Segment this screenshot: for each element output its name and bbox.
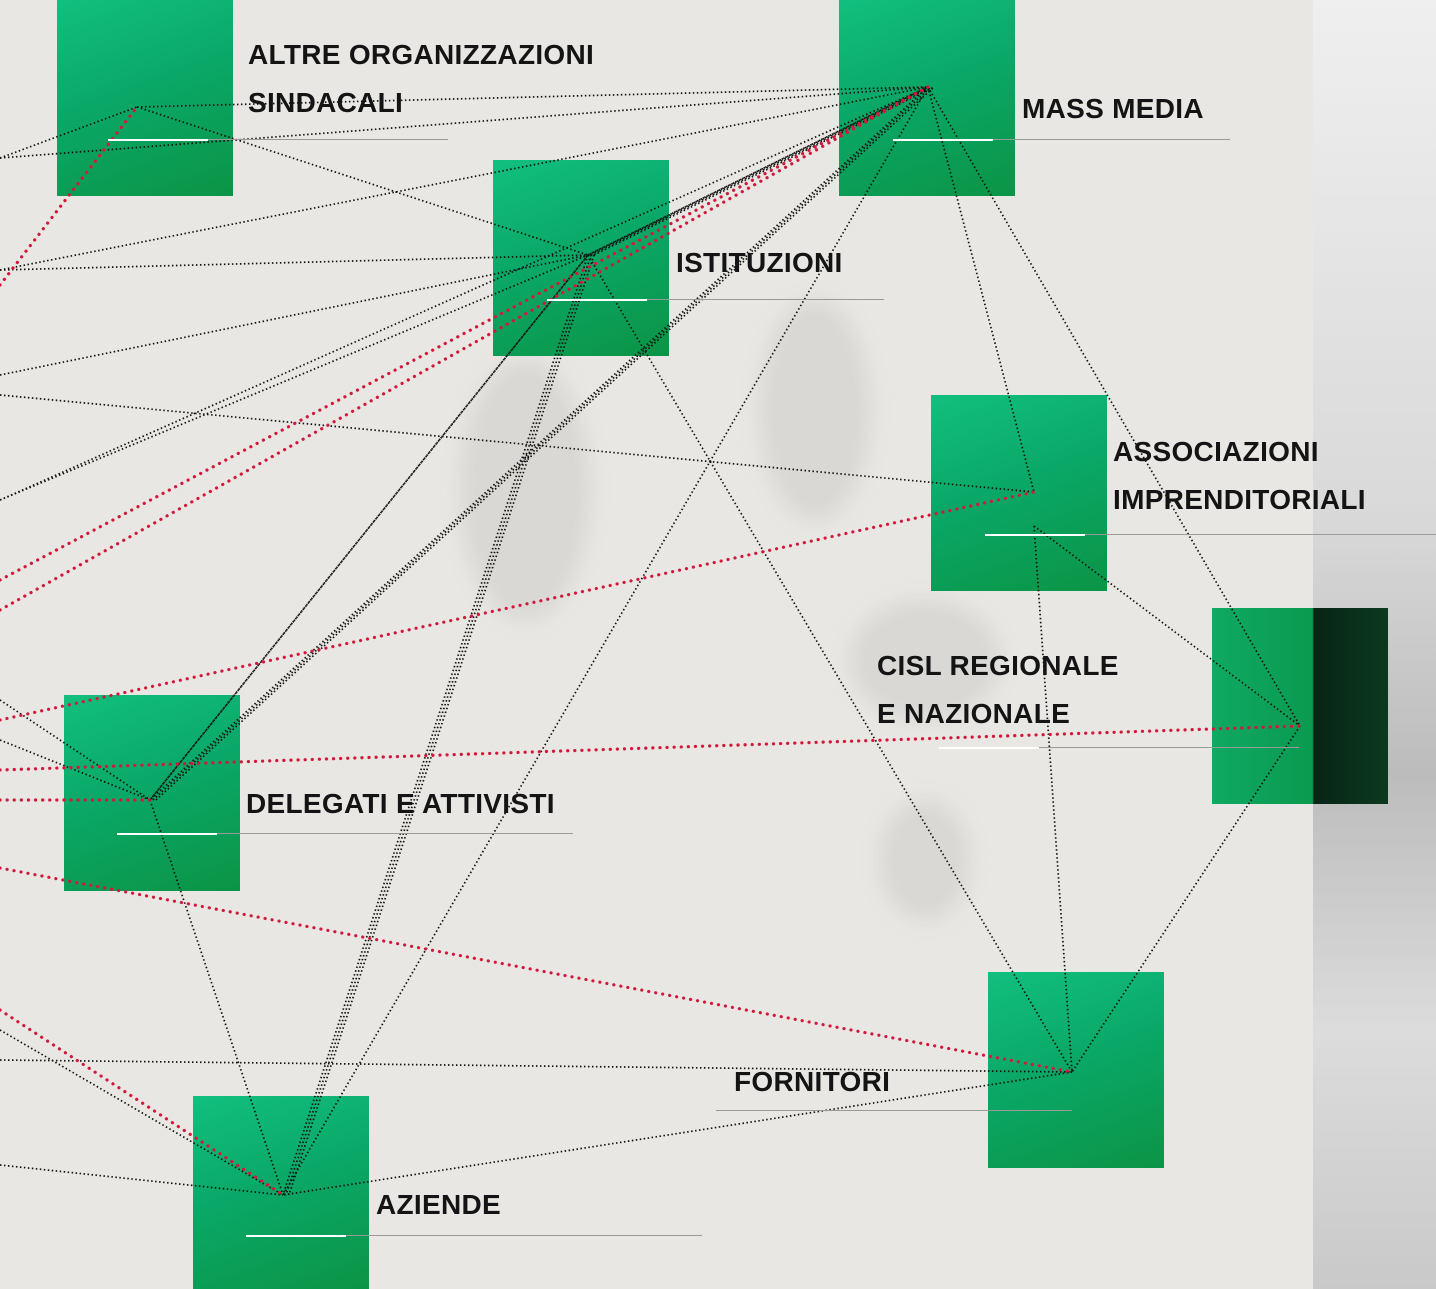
label-line: IMPRENDITORIALI: [1113, 484, 1366, 515]
label-underline: [893, 139, 1230, 141]
connection-line: [1033, 525, 1073, 1073]
connection-line: [590, 86, 932, 256]
background-figure: [880, 800, 970, 920]
connection-line: [149, 254, 589, 801]
connection-line-red: [0, 490, 1036, 722]
connection-line: [0, 394, 1035, 493]
connection-line: [149, 254, 589, 801]
node-altre-organizzazioni: [57, 0, 233, 196]
connection-line: [0, 739, 151, 801]
connection-line: [136, 106, 589, 256]
label-line: ISTITUZIONI: [676, 247, 843, 278]
connection-line: [0, 1059, 1073, 1073]
connection-line: [0, 254, 589, 271]
connection-line-red: [0, 85, 930, 582]
connection-line: [0, 1164, 284, 1196]
connection-line: [155, 86, 935, 801]
connection-line: [0, 86, 929, 271]
connection-line: [593, 86, 935, 256]
connection-line: [0, 86, 929, 501]
connection-line: [587, 86, 929, 256]
label-fornitori: FORNITORI: [734, 1058, 890, 1106]
connection-line: [0, 254, 589, 376]
label-line: ALTRE ORGANIZZAZIONI: [248, 39, 595, 70]
connection-line: [1071, 725, 1301, 1073]
node-fornitori: [988, 972, 1164, 1168]
label-underline: [547, 299, 884, 301]
label-underline: [716, 1110, 1072, 1111]
label-aziende: AZIENDE: [376, 1181, 501, 1229]
label-underline: [985, 534, 1436, 536]
connection-line: [0, 86, 929, 159]
label-line: DELEGATI E ATTIVISTI: [246, 788, 555, 819]
label-altre-organizzazioni: ALTRE ORGANIZZAZIONI SINDACALI: [248, 31, 594, 127]
background-figure: [760, 300, 870, 520]
connection-line-red: [0, 1008, 285, 1197]
connection-line: [282, 254, 589, 1196]
connection-line: [0, 1029, 284, 1196]
connection-line: [149, 799, 284, 1196]
connection-line: [288, 254, 595, 1196]
connection-line: [0, 699, 151, 801]
node-cisl: [1212, 608, 1388, 804]
label-line: MASS MEDIA: [1022, 93, 1204, 124]
label-line: AZIENDE: [376, 1189, 501, 1220]
node-associazioni: [931, 395, 1107, 591]
label-line: CISL REGIONALE: [877, 650, 1119, 681]
connection-line-red: [0, 105, 139, 287]
connection-line: [285, 254, 592, 1196]
label-underline: [108, 139, 448, 141]
connection-line-red: [0, 866, 1074, 1074]
label-cisl: CISL REGIONALE E NAZIONALE: [877, 642, 1119, 738]
label-mass-media: MASS MEDIA: [1022, 85, 1204, 133]
label-line: FORNITORI: [734, 1066, 891, 1097]
connection-line: [152, 86, 932, 801]
connection-line: [0, 254, 589, 501]
connection-line: [282, 86, 929, 1196]
connection-line: [927, 86, 1035, 493]
label-istituzioni: ISTITUZIONI: [676, 239, 843, 287]
label-underline: [246, 1235, 702, 1237]
connection-line: [1033, 525, 1301, 727]
label-line: E NAZIONALE: [877, 698, 1071, 729]
node-aziende: [193, 1096, 369, 1289]
connection-line: [149, 86, 929, 801]
label-line: ASSOCIAZIONI: [1113, 436, 1319, 467]
label-underline: [939, 747, 1299, 749]
label-associazioni: ASSOCIAZIONI IMPRENDITORIALI: [1113, 428, 1366, 524]
connection-line: [282, 1071, 1073, 1196]
background-figure: [850, 600, 1000, 720]
label-line: SINDACALI: [248, 87, 404, 118]
connection-line: [587, 86, 929, 256]
label-underline: [117, 833, 573, 835]
label-delegati: DELEGATI E ATTIVISTI: [246, 780, 555, 828]
connection-line: [0, 106, 138, 159]
node-delegati: [64, 695, 240, 891]
background-figure: [460, 360, 590, 620]
connection-line-red: [0, 85, 930, 612]
connection-line: [927, 86, 1301, 727]
